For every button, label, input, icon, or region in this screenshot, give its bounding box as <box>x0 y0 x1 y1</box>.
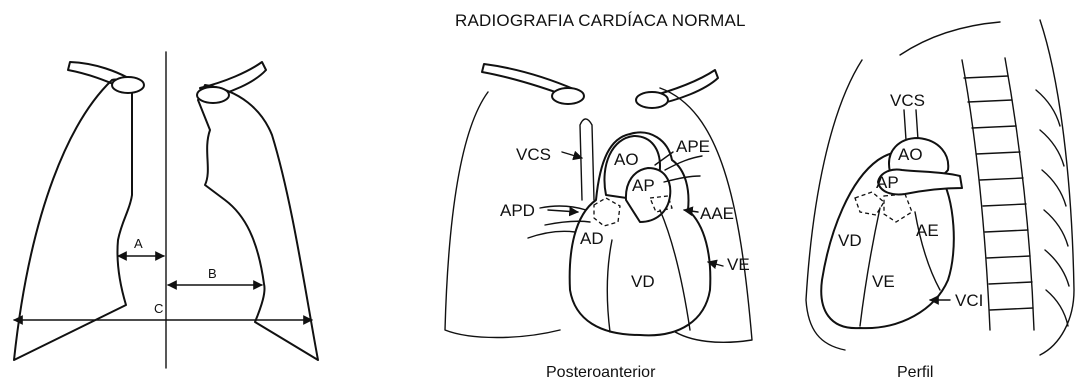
posteroanterior-panel: VCS AO APE AP APD AAE AD VD VE Posteroan… <box>445 64 752 381</box>
pa-left-clavicle-head <box>552 88 584 104</box>
thorax-index-panel: A B C <box>14 52 318 368</box>
lat-label-ao: AO <box>898 145 923 164</box>
lat-ribs <box>1036 90 1069 326</box>
label-a: A <box>134 236 143 251</box>
pa-label-vd: VD <box>631 272 655 291</box>
lat-svc <box>904 110 918 140</box>
lat-label-ap: AP <box>876 173 899 192</box>
left-lung-outline <box>14 79 132 360</box>
leader-vcs <box>562 152 582 158</box>
lat-label-vcs: VCS <box>890 91 925 110</box>
diagram-title: RADIOGRAFIA CARDÍACA NORMAL <box>455 11 746 30</box>
pa-label-aae: AAE <box>700 204 734 223</box>
pa-label-ao: AO <box>614 150 639 169</box>
lat-caption: Perfil <box>897 364 933 381</box>
pa-label-vcs: VCS <box>516 145 551 164</box>
pa-label-ap: AP <box>632 176 655 195</box>
pa-right-clavicle-head <box>636 92 668 108</box>
lat-label-vci: VCI <box>955 291 983 310</box>
pa-label-ape: APE <box>676 137 710 156</box>
leader-apd <box>548 210 578 212</box>
lat-label-ve: VE <box>872 272 895 291</box>
pa-svc <box>580 119 594 200</box>
right-clavicle-head <box>197 87 229 103</box>
lat-vertebrae <box>964 76 1033 310</box>
label-c: C <box>154 301 163 316</box>
lat-label-ae: AE <box>916 221 939 240</box>
pa-caption: Posteroanterior <box>546 364 656 381</box>
left-clavicle-head <box>112 77 144 93</box>
right-lung-outline <box>198 85 318 360</box>
pa-label-ad: AD <box>580 229 604 248</box>
lat-spine-back <box>1005 58 1034 330</box>
lat-label-vd: VD <box>838 231 862 250</box>
pa-label-ve: VE <box>727 255 750 274</box>
pa-label-apd: APD <box>500 201 535 220</box>
label-b: B <box>208 266 217 281</box>
lateral-panel: VCS AO AP VD AE VE VCI Perfil <box>806 20 1074 381</box>
lat-shoulder <box>900 22 1000 55</box>
